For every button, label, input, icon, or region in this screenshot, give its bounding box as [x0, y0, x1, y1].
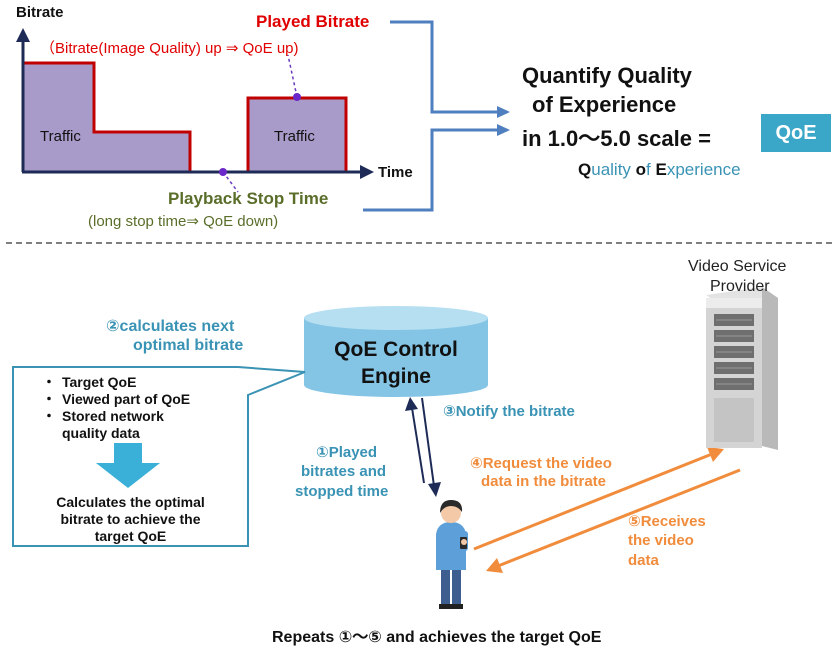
calc-label-line-2: optimal bitrate [133, 337, 244, 354]
step1-line-1: ①Played [316, 444, 378, 461]
y-axis-arrowhead [16, 28, 30, 42]
input-item-network: Stored network [42, 408, 190, 425]
calc-result-line-3: target QoE [94, 528, 167, 544]
bracket-arrow-bottom-head [497, 124, 510, 136]
qoe-badge: QoE [761, 114, 831, 152]
played-bitrate-note: （Bitrate(Image Quality) up ⇒ QoE up) [40, 40, 299, 57]
step5-line-3: data [628, 552, 659, 569]
quantify-line-3: in 1.0～5.0 scale = [522, 126, 711, 151]
notify-arrowhead [428, 482, 441, 497]
x-axis-label: Time [378, 164, 413, 181]
input-item-network-cont: quality data [62, 425, 140, 441]
played-bitrates-arrow [411, 407, 425, 484]
server-tower-icon [706, 287, 778, 450]
stop-time-leader [222, 171, 239, 193]
traffic-area-2 [248, 98, 346, 171]
quantify-line-2: of Experience [532, 92, 677, 117]
bracket-arrow-bottom [363, 128, 500, 212]
receive-video-arrowhead [486, 558, 503, 573]
calc-label-line-1: ②calculates next [106, 318, 235, 335]
played-bitrate-dot [293, 93, 301, 101]
engine-label-line-1: QoE Control [334, 338, 458, 361]
bracket-arrow-top [390, 20, 500, 114]
calc-down-arrow [96, 443, 160, 488]
traffic-label-2: Traffic [274, 128, 315, 145]
notify-arrow [421, 397, 435, 487]
engine-label-line-2: Engine [360, 365, 431, 388]
stop-time-title: Playback Stop Time [168, 189, 329, 208]
step4-line-2: data in the bitrate [481, 473, 607, 490]
footer-caption: Repeats ①～⑤ and achieves the target QoE [272, 629, 602, 646]
inputs-list: Target QoE Viewed part of QoE Stored net… [42, 374, 190, 442]
qoe-expansion: Quality of Experience [578, 160, 741, 180]
step1-line-2: bitrates and [301, 463, 387, 480]
request-video-arrow [473, 452, 713, 551]
stop-time-note: (long stop time⇒ QoE down) [88, 213, 279, 230]
stop-time-dot [219, 168, 227, 176]
calc-result-line-2: bitrate to achieve the [60, 511, 201, 527]
request-video-arrowhead [707, 447, 724, 462]
user-with-phone-icon [436, 500, 468, 609]
qoe-exp-o: o [635, 160, 647, 179]
qoe-exp-q: Q [578, 160, 592, 179]
input-item-target-qoe: Target QoE [42, 374, 190, 391]
qoe-exp-uality: uality [591, 160, 636, 179]
input-item-viewed-qoe: Viewed part of QoE [42, 391, 190, 408]
qoe-exp-f: f [646, 160, 656, 179]
step3-label: ③Notify the bitrate [443, 403, 575, 420]
y-axis-label: Bitrate [16, 4, 64, 21]
played-bitrates-arrowhead [405, 397, 418, 411]
engine-cylinder-body [304, 318, 488, 397]
played-bitrate-title: Played Bitrate [256, 12, 370, 31]
quantify-line-1: Quantify Quality [522, 63, 692, 88]
played-bitrate-leader [287, 54, 298, 98]
qoe-exp-xperience: xperience [666, 160, 741, 179]
played-bitrate-line-1 [24, 61, 192, 171]
step5-line-1: ⑤Receives [628, 513, 706, 530]
provider-line-1: Video Service [688, 258, 787, 275]
provider-line-2: Provider [710, 278, 770, 295]
traffic-area-1 [24, 63, 94, 171]
step4-line-1: ④Request the video [470, 455, 612, 472]
step5-line-2: the video [628, 532, 694, 549]
traffic-area-1-low [94, 132, 190, 171]
qoe-exp-e: E [655, 160, 667, 179]
step1-line-3: stopped time [295, 483, 389, 500]
bracket-arrow-top-head [497, 106, 510, 118]
x-axis-arrowhead [360, 165, 374, 179]
calc-result-line-1: Calculates the optimal [56, 494, 205, 510]
engine-cylinder-top [304, 306, 488, 330]
receive-video-arrow [497, 468, 741, 568]
traffic-label-1: Traffic [40, 128, 81, 145]
